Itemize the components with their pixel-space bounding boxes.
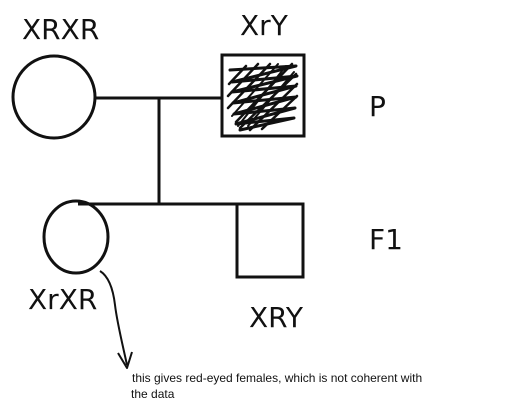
annotation-text: this gives red-eyed females, which is no… bbox=[132, 371, 422, 386]
annotation-arrow bbox=[99, 270, 128, 366]
annotation-line-1: this gives red-eyed females, which is no… bbox=[132, 371, 423, 385]
f1-female-symbol bbox=[42, 199, 110, 275]
p-male-genotype: XrY bbox=[240, 9, 288, 42]
annotation-arrowhead bbox=[117, 351, 133, 369]
generation-label-f1: F1 bbox=[369, 223, 403, 256]
annotation-text-continued: the data bbox=[131, 387, 174, 402]
f1-female-genotype: XrXR bbox=[28, 283, 98, 316]
generation-label-p: P bbox=[369, 90, 386, 123]
p-female-symbol bbox=[11, 54, 97, 140]
affected-shading bbox=[226, 62, 299, 132]
f1-male-symbol bbox=[235, 202, 305, 279]
p-female-genotype: XRXR bbox=[22, 13, 100, 46]
f1-male-genotype: XRY bbox=[249, 301, 303, 334]
annotation-line-2: the data bbox=[131, 387, 175, 401]
